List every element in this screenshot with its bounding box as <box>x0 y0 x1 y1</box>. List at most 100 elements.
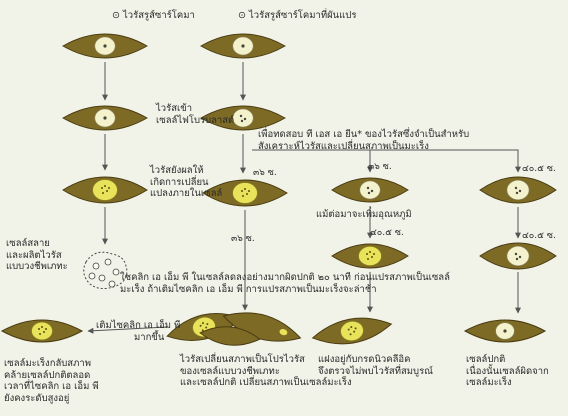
temp-label-36-b: ๓๖ ซ. <box>368 162 392 172</box>
nucleus-icon <box>232 182 258 204</box>
normal-cell-label: เซลล์ปกติเนื่องนั้นเซลล์ผิดจากเซลล์มะเร็… <box>466 354 549 388</box>
virus-dot <box>104 185 106 187</box>
virus-dot <box>518 189 522 193</box>
temp-label-36-a: ๓๖ ซ. <box>253 168 277 178</box>
virus-particle-icon <box>104 258 112 266</box>
cell-mutant-2 <box>199 105 287 131</box>
temp-label-36-c: ๓๖ ซ. <box>231 234 255 244</box>
virus-dot <box>367 191 371 195</box>
nucleolus <box>241 44 245 48</box>
cell-layer <box>0 33 557 346</box>
virus-dot <box>248 190 250 192</box>
virus-dot <box>354 327 357 330</box>
virus-dot <box>515 257 519 261</box>
virus-change-label: ไวรัสเปลี่ยนสภาพเป็นโปรไวรัสของเซลล์แบบว… <box>180 354 352 388</box>
nucleus-icon <box>340 321 364 341</box>
virus-particle-icon <box>98 274 106 282</box>
separate-label: แฝงอยู่กับกรดนิวคลีอิคจึงตรวจไม่พบไวรัสท… <box>318 354 433 377</box>
virus-dot <box>38 328 40 330</box>
nucleus-icon <box>31 321 53 341</box>
cell-mutant-4 <box>331 177 409 203</box>
temp-label-40-b: ๔๐.๕ ซ. <box>370 228 404 238</box>
virus-dot <box>514 186 518 190</box>
nucleolus <box>503 329 507 333</box>
virus-particle-icon <box>108 280 116 288</box>
cell-cancer-reverted <box>0 319 84 343</box>
test-note-label: เพื่อทดสอบ ที เอส เอ ยีน* ของไวรัสซึ่งจำ… <box>258 129 470 152</box>
virus-dot <box>349 333 352 336</box>
virus-particle-icon <box>88 272 96 280</box>
cell-normal-final <box>463 319 547 343</box>
nucleolus <box>103 116 107 120</box>
virus-dot <box>43 331 45 333</box>
strain-normal-label: ⊙ ไวรัสรูส์ซาร์โคมา <box>112 10 195 21</box>
arrow-layer <box>87 62 521 334</box>
virus-dot <box>514 252 518 256</box>
virus-dot <box>108 187 110 189</box>
cell-transformed-d <box>311 317 393 345</box>
cell-normal-2 <box>61 105 149 131</box>
cell-mutant-7 <box>479 242 557 270</box>
virus-spot <box>279 329 288 336</box>
arrow-branch-40 <box>370 149 521 173</box>
virus-dot <box>41 326 43 328</box>
virus-particle-icon <box>92 262 100 270</box>
add-camp-label: เติมไซคลิก เอ เอ็ม พีมากขึ้น <box>96 320 181 343</box>
cell-mutant-1 <box>199 33 287 59</box>
virus-dot <box>347 328 350 331</box>
virus-dot <box>518 255 522 259</box>
arrow-add-camp <box>87 326 169 334</box>
virus-dot <box>353 330 356 333</box>
virus-dot <box>242 195 244 197</box>
virus-dot <box>101 187 103 189</box>
virus-dot <box>244 188 246 190</box>
infect-label: ไวรัสเข้าเซลล์ไฟโบรบลาสต์ <box>156 103 235 126</box>
cell-mutant-3 <box>202 179 288 207</box>
virus-dot <box>39 333 41 335</box>
virus-dot <box>239 114 243 118</box>
nucleus-icon <box>358 246 382 266</box>
chloram-note-label: ใชคลิก เอ เอ็ม พี ในเซลล์ลดลงอย่างมากผิด… <box>120 272 450 295</box>
cell-transformed-c <box>199 326 261 346</box>
virus-dot <box>45 328 47 330</box>
virus-dot <box>199 324 202 327</box>
virus-dot <box>515 191 519 195</box>
lyse-label: เซลล์สลายและผลิตไวรัสแบบวงชีพเภทะ <box>6 238 68 272</box>
virus-dot <box>106 190 108 192</box>
virus-dot <box>370 189 374 193</box>
virus-dot <box>373 253 375 255</box>
virus-dot <box>240 119 244 123</box>
virus-dot <box>201 329 204 332</box>
lysed-membrane <box>83 251 128 290</box>
temp-label-40-a: ๔๐.๕ ซ. <box>522 164 556 174</box>
nucleus-icon <box>506 245 530 267</box>
virus-dot <box>246 193 248 195</box>
virus-dot <box>366 186 370 190</box>
cell-body <box>199 326 261 346</box>
raise-temp-label: แม้ต่อมาจะเพิ่มอุณหภูมิ <box>316 209 412 220</box>
virus-dot <box>206 323 209 326</box>
virus-particle-icon <box>112 268 120 276</box>
virus-dot <box>350 326 353 329</box>
cell-normal-1 <box>61 33 149 59</box>
cancer-back-label: เซลล์มะเร็งกลับสภาพคล้ายเซลล์ปกติตลอด เว… <box>4 358 99 404</box>
virus-dot <box>102 192 104 194</box>
strain-mutant-label: ⊙ ไวรัสรูส์ซาร์โคมาที่ผันแปร <box>238 10 357 21</box>
cell-mutant-5 <box>331 243 409 269</box>
nucleolus <box>103 44 107 48</box>
nucleus-icon <box>92 179 118 201</box>
virus-dot <box>371 256 373 258</box>
virus-dot <box>202 322 205 325</box>
cell-mutant-6 <box>479 176 557 204</box>
virus-dot <box>366 253 368 255</box>
virus-dot <box>369 251 371 253</box>
virus-dot <box>205 326 208 329</box>
nucleus-icon <box>506 179 530 201</box>
temp-label-40-c: ๔๐.๕ ซ. <box>522 231 556 241</box>
nucleus-icon <box>232 108 254 128</box>
virus-dot <box>367 258 369 260</box>
nucleus-icon <box>359 180 381 200</box>
cell-normal-3 <box>62 176 148 204</box>
virus-dot <box>243 117 247 121</box>
